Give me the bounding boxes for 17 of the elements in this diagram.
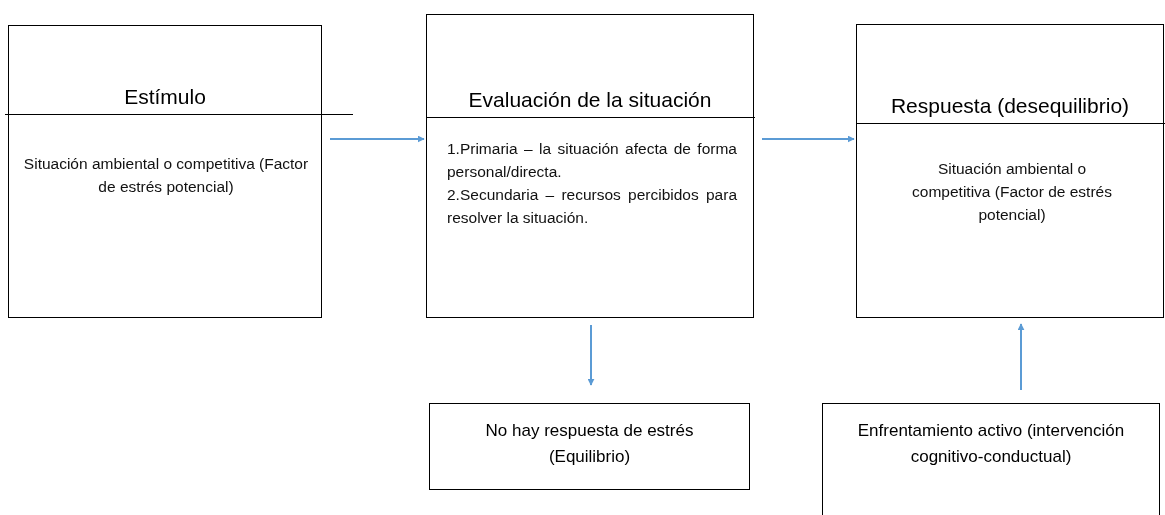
arrow — [329, 135, 425, 143]
process-box — [856, 24, 1164, 318]
process-box — [429, 403, 750, 490]
box-text: 1.Primaria – la situación afecta de forma personal/directa. — [447, 139, 737, 182]
process-box — [426, 14, 754, 318]
process-box — [822, 403, 1160, 515]
arrow — [761, 135, 855, 143]
box-heading: Respuesta (desequilibrio) — [889, 93, 1131, 119]
box-text: 2.Secundaria – recursos percibidos para resolver la situación. — [447, 185, 737, 228]
box-heading: Estímulo — [123, 84, 207, 110]
box-text: Enfrentamiento activo (intervención cognitivo-conductual) — [856, 420, 1126, 468]
box-text: Situación ambiental o competitiva (Factor de estrés potencial) — [22, 154, 310, 197]
box-text: No hay respuesta de estrés (Equilibrio) — [484, 420, 695, 468]
arrow — [1017, 323, 1025, 391]
box-text: Situación ambiental o competitiva (Factor de estrés potencial) — [911, 159, 1113, 225]
box-heading: Evaluación de la situación — [467, 87, 713, 113]
arrow — [587, 324, 595, 386]
